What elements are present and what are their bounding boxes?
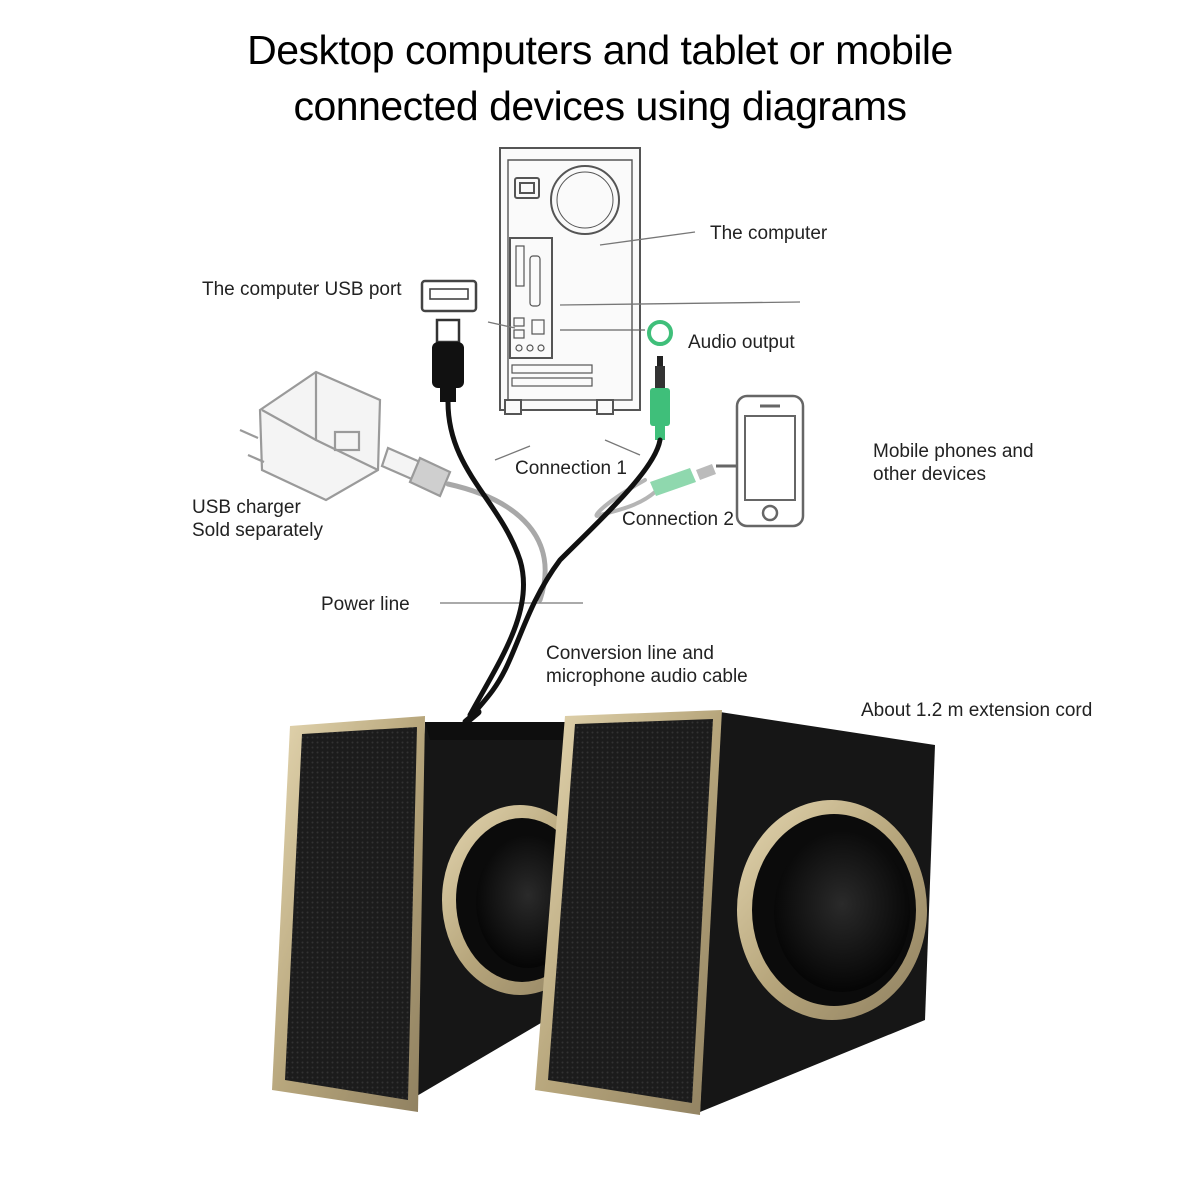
label-mobile-line-1: Mobile phones and (873, 441, 1034, 462)
label-conversion-line-1: Conversion line and (546, 643, 714, 664)
label-conversion-line-2: microphone audio cable (546, 666, 748, 687)
computer-tower (499, 147, 645, 415)
label-usb-port: The computer USB port (202, 279, 402, 300)
diagram-title-line-1: Desktop computers and tablet or mobile (247, 27, 953, 73)
mobile-phone (716, 394, 805, 528)
right-speaker (535, 710, 935, 1115)
label-extension-cord: About 1.2 m extension cord (861, 700, 1093, 721)
label-audio-output: Audio output (688, 332, 795, 353)
label-usb-charger-line-2: Sold separately (192, 520, 323, 541)
cables (445, 399, 663, 726)
aux-plug (650, 464, 716, 496)
usb-plug (420, 279, 478, 402)
leader-lines (440, 231, 801, 604)
label-mobile-line-2: other devices (873, 464, 987, 485)
label-connection-1: Connection 1 (515, 458, 627, 479)
label-power-line: Power line (321, 594, 410, 615)
audio-jack (647, 320, 673, 440)
label-usb-charger-line-1: USB charger (192, 497, 301, 518)
usb-charger (239, 370, 452, 502)
diagram-title-line-2: connected devices using diagrams (293, 83, 907, 129)
label-computer: The computer (710, 223, 828, 244)
label-connection-2: Connection 2 (622, 509, 734, 530)
